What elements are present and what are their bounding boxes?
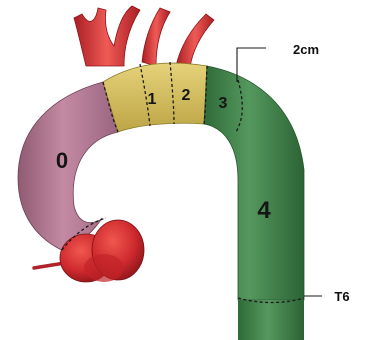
left-carotid-artery [142, 8, 170, 66]
supra-aortic-vessels [74, 6, 214, 68]
zone3-length-label: 2cm [293, 42, 319, 57]
descending-aorta-lower [238, 300, 304, 340]
t6-label: T6 [334, 289, 349, 304]
t6-level-annotation: T6 [304, 289, 350, 304]
zone3-length-annotation: 2cm [237, 42, 319, 82]
aortic-root-bulb-front [84, 254, 124, 282]
zone-1-label: 1 [148, 91, 157, 108]
zone-3-label: 3 [219, 95, 228, 112]
brachiocephalic-trunk [74, 6, 140, 66]
zone-4-label: 4 [257, 197, 271, 224]
zone-0-label: 0 [56, 148, 68, 173]
left-subclavian-artery [176, 14, 214, 68]
zone-2-label: 2 [182, 87, 191, 104]
